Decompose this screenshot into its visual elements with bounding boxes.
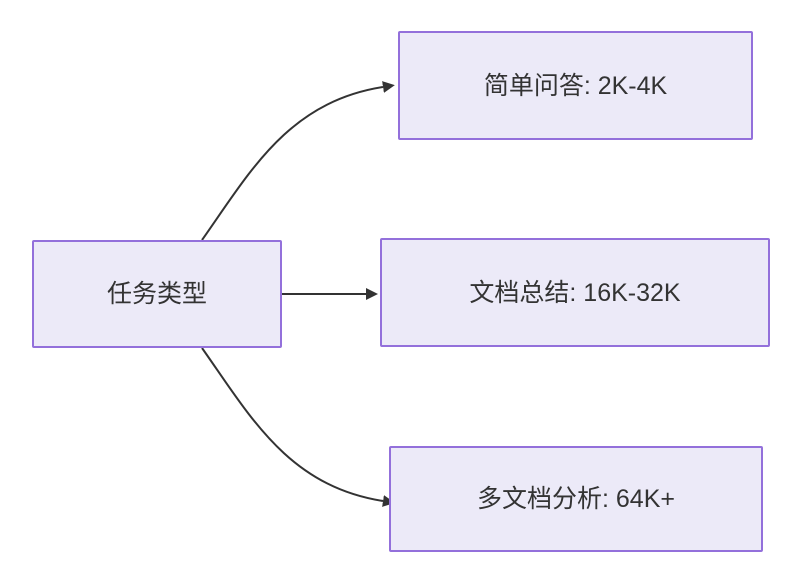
node-simple-qa-label: 简单问答: 2K-4K — [483, 71, 668, 100]
node-task-type-label: 任务类型 — [106, 280, 207, 308]
node-simple-qa: 简单问答: 2K-4K — [398, 31, 753, 140]
node-doc-summary: 文档总结: 16K-32K — [380, 238, 770, 347]
node-doc-summary-label: 文档总结: 16K-32K — [469, 278, 681, 307]
node-multidoc-analysis: 多文档分析: 64K+ — [389, 446, 763, 552]
edge-root-to-simple-qa — [201, 81, 395, 241]
node-multidoc-analysis-label: 多文档分析: 64K+ — [477, 485, 675, 513]
node-task-type: 任务类型 — [32, 240, 282, 348]
edge-root-to-multidoc — [201, 347, 395, 507]
